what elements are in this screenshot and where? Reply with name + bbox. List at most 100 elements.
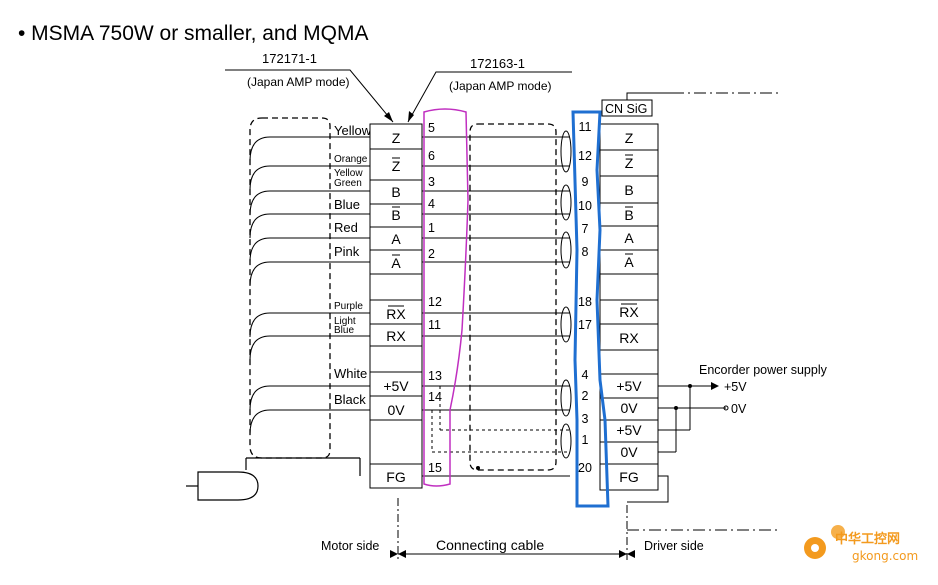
wire-color-label: Pink bbox=[334, 244, 360, 259]
wire-color-label: Light bbox=[334, 316, 356, 327]
motor-arrow-left bbox=[390, 550, 398, 558]
motor-wire bbox=[249, 261, 370, 287]
connecting-cable-group bbox=[469, 123, 572, 471]
driver-pin-number: 17 bbox=[578, 318, 592, 332]
motor-pin-number: 1 bbox=[428, 221, 435, 235]
motor-pin-number: 2 bbox=[428, 247, 435, 261]
driver-pin-number: 7 bbox=[582, 222, 589, 236]
motor-signal-label: FG bbox=[386, 469, 405, 485]
driver-pin-number: 10 bbox=[578, 199, 592, 213]
twisted-pair-mark bbox=[560, 306, 572, 343]
driver-connector-cell bbox=[599, 149, 659, 177]
twisted-pair-mark bbox=[560, 130, 572, 173]
motor-connector-cell bbox=[369, 345, 423, 373]
motor-connector-cell bbox=[369, 395, 423, 421]
motor-icon bbox=[186, 457, 361, 501]
left-connector-mode: (Japan AMP mode) bbox=[247, 75, 350, 89]
motor-wire bbox=[249, 237, 370, 263]
driver-arrow-right bbox=[627, 550, 635, 558]
motor-wire bbox=[249, 385, 370, 411]
motor-connector-cell bbox=[369, 273, 423, 301]
twisted-pair-mark bbox=[560, 231, 572, 269]
encoder-plus-arrow bbox=[711, 382, 719, 390]
motor-signal-label: +5V bbox=[383, 378, 409, 394]
side-arrow-left bbox=[398, 550, 406, 558]
motor-connector-cell bbox=[369, 371, 423, 397]
driver-connector-cell bbox=[599, 463, 659, 491]
mid-connector-part: 172163-1 bbox=[470, 56, 525, 71]
side-arrow-right bbox=[619, 550, 627, 558]
driver-pin-number: 11 bbox=[579, 120, 592, 134]
motor-signal-label: RX bbox=[386, 328, 406, 344]
driver-side-label: Driver side bbox=[644, 539, 704, 553]
gear-icon-small bbox=[831, 525, 845, 539]
encoder-dashed-boundary bbox=[249, 117, 331, 459]
driver-connector-cell bbox=[599, 373, 659, 399]
mid-connector-arrowhead bbox=[408, 111, 414, 122]
motor-connector-cell bbox=[369, 249, 423, 275]
wire-color-label: Green bbox=[334, 178, 362, 189]
wire-color-label: Yellow bbox=[334, 168, 363, 179]
driver-pin-number: 8 bbox=[582, 245, 589, 259]
motor-side-label: Motor side bbox=[321, 539, 379, 553]
driver-connector-cell bbox=[599, 123, 659, 151]
wire-color-label: Purple bbox=[334, 301, 363, 312]
motor-pin-number: 6 bbox=[428, 149, 435, 163]
motor-signal-label: Z bbox=[392, 158, 401, 174]
motor-signal-label: Z bbox=[392, 130, 401, 146]
motor-connector-cell bbox=[369, 123, 423, 150]
fg-driver-line bbox=[627, 475, 669, 503]
motor-wire bbox=[249, 136, 370, 162]
driver-connector: ZZBBAARXRX+5V0V+5V0VFG111291078181742312… bbox=[578, 120, 659, 491]
driver-connector-cell bbox=[599, 175, 659, 204]
motor-connector-cell bbox=[369, 419, 423, 465]
mid-connector-mode: (Japan AMP mode) bbox=[449, 79, 552, 93]
mid-connector-leader bbox=[407, 71, 572, 123]
cn-sig-leader bbox=[626, 92, 672, 100]
driver-pin-number: 20 bbox=[578, 461, 592, 475]
driver-connector-cell bbox=[599, 349, 659, 375]
wire-color-label: Black bbox=[334, 392, 366, 407]
shield-node bbox=[476, 466, 480, 470]
motor-signal-label: B bbox=[391, 207, 400, 223]
driver-pin-number: 2 bbox=[582, 389, 589, 403]
motor-wire bbox=[249, 312, 370, 338]
driver-signal-label: 0V bbox=[620, 400, 638, 416]
diagram-title: • MSMA 750W or smaller, and MQMA bbox=[18, 22, 368, 45]
twisted-pair-mark bbox=[560, 423, 572, 459]
encoder-zero-node bbox=[674, 406, 678, 410]
watermark-brand: 中华工控网 bbox=[835, 531, 900, 547]
motor-pin-number: 14 bbox=[428, 390, 442, 404]
driver-signal-label: RX bbox=[619, 330, 639, 346]
motor-wire bbox=[249, 165, 370, 191]
left-connector-arrowhead bbox=[384, 112, 393, 122]
driver-signal-label: +5V bbox=[616, 422, 642, 438]
twisted-pair-mark bbox=[560, 379, 572, 417]
driver-pin-number: 4 bbox=[582, 368, 589, 382]
motor-wire bbox=[249, 190, 370, 216]
driver-signal-label: Z bbox=[625, 155, 634, 171]
motor-pin-number: 15 bbox=[428, 461, 442, 475]
driver-connector-cell bbox=[599, 273, 659, 301]
driver-signal-label: 0V bbox=[620, 444, 638, 460]
motor-connector-cell bbox=[369, 299, 423, 325]
motor-wire bbox=[249, 213, 370, 239]
encoder-supply-plus: +5V bbox=[724, 380, 747, 394]
wire-color-label: White bbox=[334, 366, 367, 381]
twisted-pair-mark bbox=[560, 184, 572, 221]
motor-connector-cell bbox=[369, 148, 423, 181]
connecting-cable-label: Connecting cable bbox=[436, 537, 544, 553]
driver-pin-number: 18 bbox=[578, 295, 592, 309]
cable-shield-dashed bbox=[469, 123, 557, 471]
driver-pin-number: 12 bbox=[578, 149, 592, 163]
driver-signal-label: B bbox=[624, 182, 633, 198]
encoder-supply-wiring bbox=[658, 385, 726, 453]
driver-signal-label: RX bbox=[619, 304, 639, 320]
wire-color-label: Blue bbox=[334, 197, 360, 212]
blue-highlight bbox=[571, 110, 610, 508]
encoder-supply-title: Encorder power supply bbox=[699, 363, 828, 377]
driver-signal-label: +5V bbox=[616, 378, 642, 394]
motor-pin-number: 3 bbox=[428, 175, 435, 189]
watermark-url: gkong.com bbox=[852, 549, 918, 563]
